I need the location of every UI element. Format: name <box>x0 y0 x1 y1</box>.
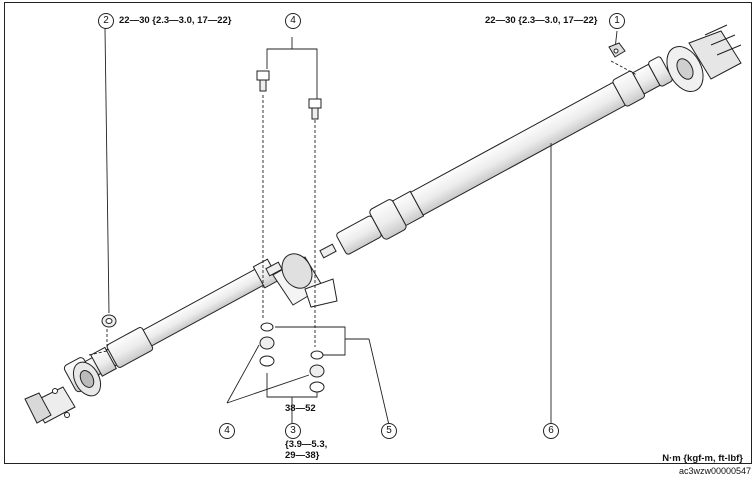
callout-3: 3 <box>285 423 301 439</box>
bolt-upper-left <box>256 70 270 92</box>
bolt-upper-right <box>308 98 322 120</box>
torque-label-3-line1: 38—52 <box>285 403 316 414</box>
nut-rear <box>608 42 626 58</box>
callout-1: 1 <box>609 13 625 29</box>
callout-6: 6 <box>543 423 559 439</box>
units-legend: N·m {kgf-m, ft-lbf} <box>662 453 743 464</box>
nut-front <box>101 314 117 328</box>
front-propeller-shaft <box>63 258 280 393</box>
torque-label-3-line2: {3.9—5.3, <box>285 439 328 450</box>
callout-4-top: 4 <box>285 13 301 29</box>
rear-propeller-shaft <box>336 56 673 255</box>
front-flange <box>24 361 102 424</box>
torque-label-1: 22—30 {2.3—3.0, 17—22} <box>485 15 598 26</box>
callout-2: 2 <box>98 13 114 29</box>
torque-label-3-line3: 29—38} <box>285 450 320 461</box>
callout-4-bottom: 4 <box>219 423 235 439</box>
differential-flange <box>666 24 742 92</box>
center-bearing-support <box>265 243 338 308</box>
callout-5: 5 <box>381 423 397 439</box>
diagram-frame: 2 22—30 {2.3—3.0, 17—22} 4 22—30 {2.3—3.… <box>4 2 752 464</box>
propeller-shaft-drawing <box>24 24 742 426</box>
torque-label-2: 22—30 {2.3—3.0, 17—22} <box>119 15 232 26</box>
washers-and-nuts-lower <box>259 322 325 393</box>
figure-id: ac3wzw00000547 <box>678 466 751 476</box>
